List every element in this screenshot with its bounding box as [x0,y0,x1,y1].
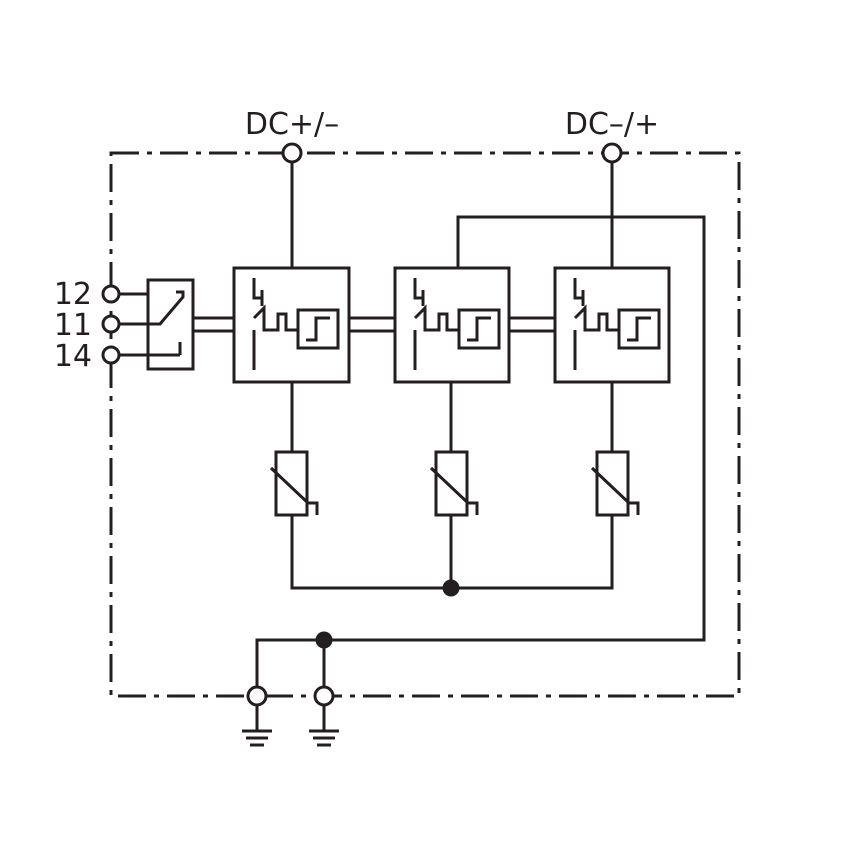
housing-outline [109,151,741,698]
contact-12-label: 12 [54,277,92,312]
dc-left-terminal [281,142,303,164]
earth-junction-dot [315,631,333,649]
protection-module-1 [232,266,351,384]
varistor-1 [269,450,319,517]
varistor-2 [429,450,479,517]
contact-14-terminal [101,345,121,365]
ground-icon [309,705,339,747]
earth-return-loop [255,215,706,688]
contact-12-terminal [101,284,121,304]
contact-11-label: 11 [54,308,92,343]
varistor-3 [590,450,640,517]
protection-module-3 [553,266,671,384]
dc-plus-minus-label: DC+/– [245,107,339,142]
contact-switch-symbol [148,290,185,326]
thermal-disconnect-link [193,316,555,333]
ground-icon [242,705,272,747]
contact-14-label: 14 [54,339,92,374]
dc-right-terminal [601,142,623,164]
bus-junction-dot [442,579,460,597]
dc-minus-plus-label: DC–/+ [565,107,659,142]
earth-terminal-2 [313,685,335,707]
earth-terminal-1 [246,685,268,707]
protection-module-2 [393,266,511,384]
contact-11-terminal [101,314,121,334]
